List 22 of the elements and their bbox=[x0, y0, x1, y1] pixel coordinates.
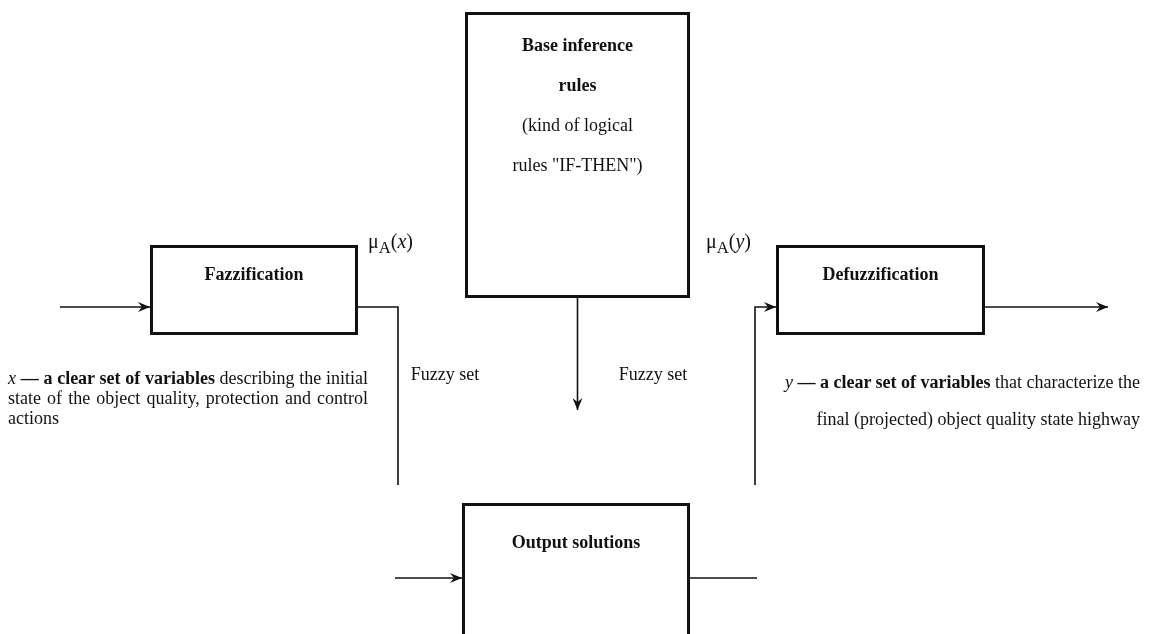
description-text: y — a clear set of variables that characterize the final (projected) object quality state highway bbox=[782, 371, 1140, 431]
box-title: Fazzification bbox=[203, 263, 305, 286]
connector-line bbox=[357, 306, 399, 486]
text-label: Fuzzy set bbox=[618, 363, 688, 386]
description-text: x — a clear set of variables describing the initial state of the object quality, protection and control actions bbox=[8, 368, 368, 428]
process-box bbox=[462, 503, 690, 634]
box-title: Base inference rules bbox=[520, 34, 635, 97]
arrow bbox=[984, 302, 1109, 312]
arrow bbox=[754, 302, 777, 486]
box-title: Output solutions bbox=[510, 531, 642, 554]
connector-line bbox=[689, 577, 758, 579]
process-box bbox=[465, 12, 690, 298]
arrow bbox=[572, 297, 583, 411]
process-box bbox=[150, 245, 358, 335]
box-body-text: (kind of logical rules "IF-THEN") bbox=[511, 114, 644, 177]
formula-label: μ$_{A}$(x) bbox=[368, 229, 414, 259]
box-title: Defuzzification bbox=[821, 263, 940, 286]
formula-label: μ$_{A}$(y) bbox=[706, 229, 752, 259]
arrow bbox=[59, 302, 151, 312]
text-label: Fuzzy set bbox=[410, 363, 480, 386]
process-box bbox=[776, 245, 985, 335]
arrow bbox=[394, 573, 463, 583]
